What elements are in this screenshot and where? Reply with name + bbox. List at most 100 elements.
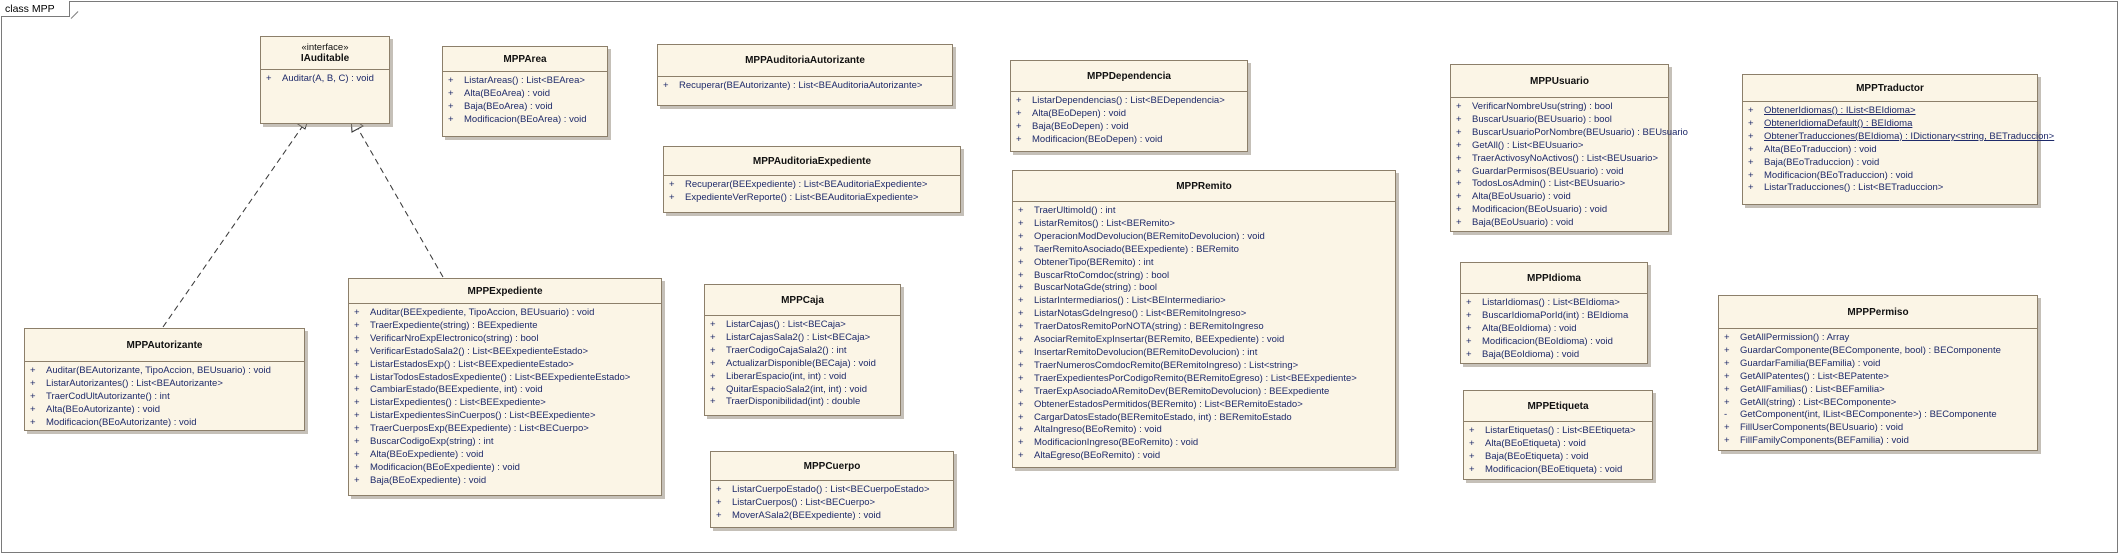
visibility-marker: +: [354, 397, 360, 409]
operation-signature: Auditar(A, B, C) : void: [282, 73, 374, 84]
visibility-marker: +: [354, 358, 360, 370]
visibility-marker: +: [354, 307, 360, 318]
operation: +TraerExpediente(string) : BEExpediente: [354, 320, 657, 333]
operation-signature: GuardarComponente(BEComponente, bool) : …: [1740, 344, 2001, 356]
visibility-marker: +: [1018, 437, 1024, 449]
visibility-marker: +: [1724, 435, 1730, 447]
operation: +GetAllPermission() : Array: [1724, 332, 2033, 345]
visibility-marker: +: [1018, 295, 1024, 307]
operation: +BuscarUsuarioPorNombre(BEUsuario) : BEU…: [1456, 127, 1688, 140]
operation-signature: BuscarRtoComdoc(string) : bool: [1034, 269, 1170, 281]
operation: +OperacionModDevolucion(BERemitoDevoluci…: [1018, 231, 1391, 244]
operation: +ObtenerTraducciones(BEIdioma) : IDictio…: [1748, 131, 2054, 144]
class-name: MPPPermiso: [1847, 306, 1909, 318]
operation-signature: VerificarNroExpElectronico(string) : boo…: [370, 332, 539, 344]
operation-signature: ObtenerIdiomas() : IList<BEIdioma>: [1764, 105, 1916, 116]
class-iauditable[interactable]: «interface» IAuditable +Auditar(A, B, C)…: [260, 36, 390, 124]
operation-signature: Modificacion(BEoArea) : void: [464, 113, 587, 125]
operation-signature: MoverASala2(BEExpediente) : void: [732, 509, 881, 521]
class-mpparea[interactable]: MPPArea +ListarAreas() : List<BEArea> +A…: [442, 46, 608, 137]
operation-signature: GetAllPatentes() : List<BEPatente>: [1740, 370, 1889, 382]
operation-signature: OperacionModDevolucion(BERemitoDevolucio…: [1034, 230, 1265, 242]
visibility-marker: +: [1018, 282, 1024, 294]
operation-signature: TraerNumerosComdocRemito(BERemitoIngreso…: [1034, 359, 1299, 371]
operation-signature: Modificacion(BEoUsuario) : void: [1472, 204, 1608, 216]
operation: + TraerNumerosComdocRemito(BERemitoIngres…: [1018, 360, 1391, 373]
operations-list: + Auditar(BEAutorizante, TipoAccion, BEUs…: [25, 362, 304, 430]
visibility-marker: +: [354, 423, 360, 435]
operation: +ListarAreas() : List<BEArea>: [448, 75, 603, 88]
class-mpppermiso[interactable]: MPPPermiso +GetAllPermission() : Array +…: [1718, 295, 2038, 451]
operation-signature: TraerExpAsociadoARemitoDev(BERemitoDevol…: [1034, 385, 1330, 397]
visibility-marker: +: [448, 87, 454, 99]
operation-signature: ActualizarDisponible(BECaja) : void: [726, 357, 876, 369]
operation: +Baja(BEoEtiqueta) : void: [1469, 451, 1648, 464]
class-mppcuerpo[interactable]: MPPCuerpo +ListarCuerpoEstado() : List<B…: [710, 451, 954, 528]
class-name: MPPCaja: [781, 294, 824, 306]
operation-signature: Alta(BEoEtiqueta) : void: [1485, 437, 1586, 449]
operation-signature: ListarRemitos() : List<BERemito>: [1034, 217, 1175, 229]
operation-signature: Auditar(BEAutorizante, TipoAccion, BEUsu…: [46, 365, 271, 376]
visibility-marker: +: [354, 410, 360, 422]
class-mppcaja[interactable]: MPPCaja +ListarCajas() : List<BECaja> +L…: [704, 284, 901, 416]
visibility-marker: +: [710, 319, 716, 330]
operation: + ListarExpedientesSinCuerpos() : List<BE…: [354, 410, 657, 423]
operation-signature: ModificacionIngreso(BEoRemito) : void: [1034, 437, 1199, 449]
class-mppusuario[interactable]: MPPUsuario +VerificarNombreUsu(string) :…: [1450, 64, 1688, 232]
operation: +FillUserComponents(BEUsuario) : void: [1724, 422, 2033, 435]
visibility-marker: +: [1018, 372, 1024, 384]
operation-signature: InsertarRemitoDevolucion(BERemitoDevoluc…: [1034, 346, 1258, 358]
visibility-marker: +: [1018, 308, 1024, 320]
operations-list: +ListarDependencias() : List<BEDependenc…: [1011, 92, 1247, 147]
operation: +Recuperar(BEAutorizante) : List<BEAudit…: [663, 80, 948, 93]
operation: + VerificarNroExpElectronico(string) : bo…: [354, 333, 657, 346]
operation-signature: TraerUltimoId() : int: [1034, 205, 1116, 216]
operations-list: +ListarCajas() : List<BECaja> +ListarCaj…: [705, 316, 900, 409]
operation: +ExpedienteVerReporte() : List<BEAuditor…: [669, 192, 956, 205]
class-mppauditoriaexpediente[interactable]: MPPAuditoriaExpediente +Recuperar(BEExpe…: [663, 146, 961, 213]
visibility-marker: +: [354, 448, 360, 460]
operation: +ObtenerIdiomaDefault() : BEIdioma: [1748, 118, 2033, 131]
operation-signature: VerificarEstadoSala2() : List<BEExpedien…: [370, 345, 589, 357]
operation-signature: CambiarEstado(BEExpediente, int) : void: [370, 384, 543, 396]
operation: +TraerCodigoCajaSala2() : int: [710, 345, 896, 358]
operation: +AltaIngreso(BEoRemito) : void: [1018, 424, 1391, 437]
operation: +Alta(BEoTraduccion) : void: [1748, 144, 2033, 157]
operation: +ListarIntermediarios() : List<BEInterme…: [1018, 295, 1391, 308]
visibility-marker: +: [716, 509, 722, 521]
operation: +GetAll(string) : List<BEComponente>: [1724, 397, 2033, 410]
class-mppexpediente[interactable]: MPPExpediente +Auditar(BEExpediente, Tip…: [348, 278, 662, 496]
class-mppdependencia[interactable]: MPPDependencia +ListarDependencias() : L…: [1010, 60, 1248, 152]
visibility-marker: -: [1724, 409, 1728, 421]
class-mpptraductor[interactable]: MPPTraductor +ObtenerIdiomas() : IList<B…: [1742, 74, 2054, 205]
operation: +BuscarRtoComdoc(string) : bool: [1018, 270, 1391, 283]
operation: + MoverASala2(BEExpediente) : void: [716, 510, 949, 523]
operation: +VerificarEstadoSala2() : List<BEExpedie…: [354, 346, 657, 359]
visibility-marker: +: [1018, 359, 1024, 371]
operation: +ListarEstadosExp() : List<BEExpedienteE…: [354, 359, 657, 372]
visibility-marker: +: [716, 484, 722, 495]
operations-list: +Recuperar(BEExpediente) : List<BEAudito…: [664, 176, 960, 205]
operation: +InsertarRemitoDevolucion(BERemitoDevolu…: [1018, 347, 1391, 360]
operation-signature: GetAllFamilias() : List<BEFamilia>: [1740, 383, 1885, 395]
class-mppauditoriaautorizante[interactable]: MPPAuditoriaAutorizante +Recuperar(BEAut…: [657, 44, 953, 106]
visibility-marker: +: [354, 436, 360, 448]
class-name: IAuditable: [300, 53, 350, 64]
visibility-marker: +: [30, 365, 36, 376]
operation: +Modificacion(BEoDepen) : void: [1016, 134, 1243, 147]
visibility-marker: +: [354, 332, 360, 344]
visibility-marker: +: [1724, 332, 1730, 343]
operation-signature: QuitarEspacioSala2(int, int) : void: [726, 383, 867, 395]
operation: +GetAllFamilias() : List<BEFamilia>: [1724, 384, 2033, 397]
operation-signature: ListarExpedientesSinCuerpos() : List<BEE…: [370, 410, 596, 422]
visibility-marker: +: [1466, 309, 1472, 321]
class-mppautorizante[interactable]: MPPAutorizante +Auditar(BEAutorizante, T…: [24, 328, 305, 431]
class-mppetiqueta[interactable]: MPPEtiqueta +ListarEtiquetas() : List<BE…: [1463, 390, 1653, 480]
operation: +ListarExpedientes() : List<BEExpediente…: [354, 397, 657, 410]
operation: +ListarRemitos() : List<BERemito>: [1018, 218, 1391, 231]
class-mppidioma[interactable]: MPPIdioma +ListarIdiomas() : List<BEIdio…: [1460, 262, 1648, 364]
operation: +ObtenerTipo(BERemito) : int: [1018, 257, 1391, 270]
visibility-marker: +: [710, 344, 716, 356]
visibility-marker: +: [710, 383, 716, 395]
class-mppremito[interactable]: MPPRemito +TraerUltimoId() : int +Listar…: [1012, 170, 1396, 468]
